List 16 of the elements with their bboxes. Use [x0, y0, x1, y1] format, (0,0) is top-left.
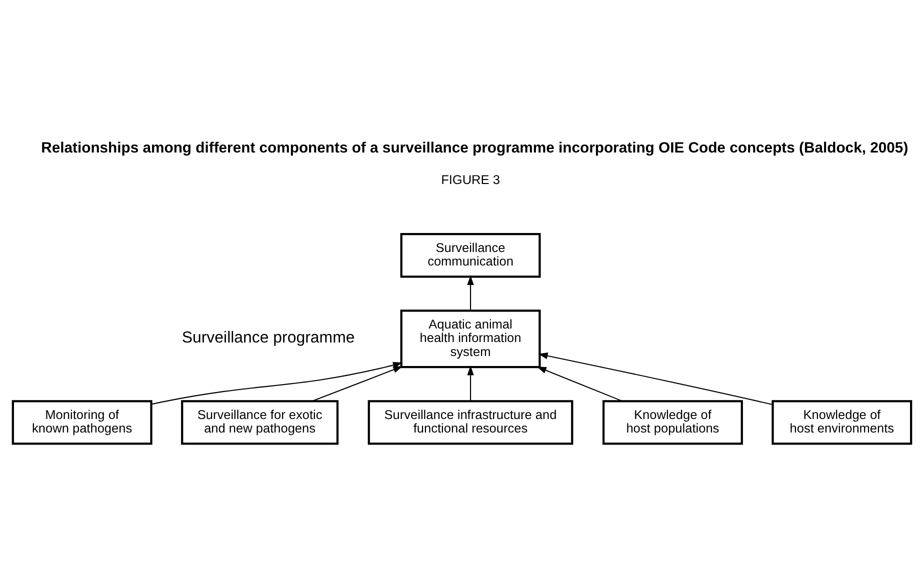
node-box: Surveillance infrastructure and functional resources	[368, 400, 574, 444]
arrow	[312, 366, 403, 402]
node-box: Monitoring of known pathogens	[12, 400, 152, 444]
diagram-title: Relationships among different components of a surveillance programme incorporating OIE Code concepts (Baldock, 2005)	[41, 140, 908, 156]
arrow	[467, 365, 474, 400]
node-box: Surveillance communication	[400, 232, 541, 278]
node-box: Knowledge of host environments	[772, 400, 912, 444]
node-box: Aquatic animal health information system	[400, 309, 541, 368]
label: FIGURE 3	[441, 172, 500, 187]
label: Surveillance programme	[182, 329, 355, 346]
arrow	[151, 361, 403, 404]
node-box: Knowledge of host populations	[602, 400, 743, 444]
node-box: Surveillance for exotic and new pathogens	[181, 400, 339, 444]
arrow	[536, 366, 622, 402]
arrow	[538, 352, 773, 405]
arrow	[467, 274, 474, 310]
